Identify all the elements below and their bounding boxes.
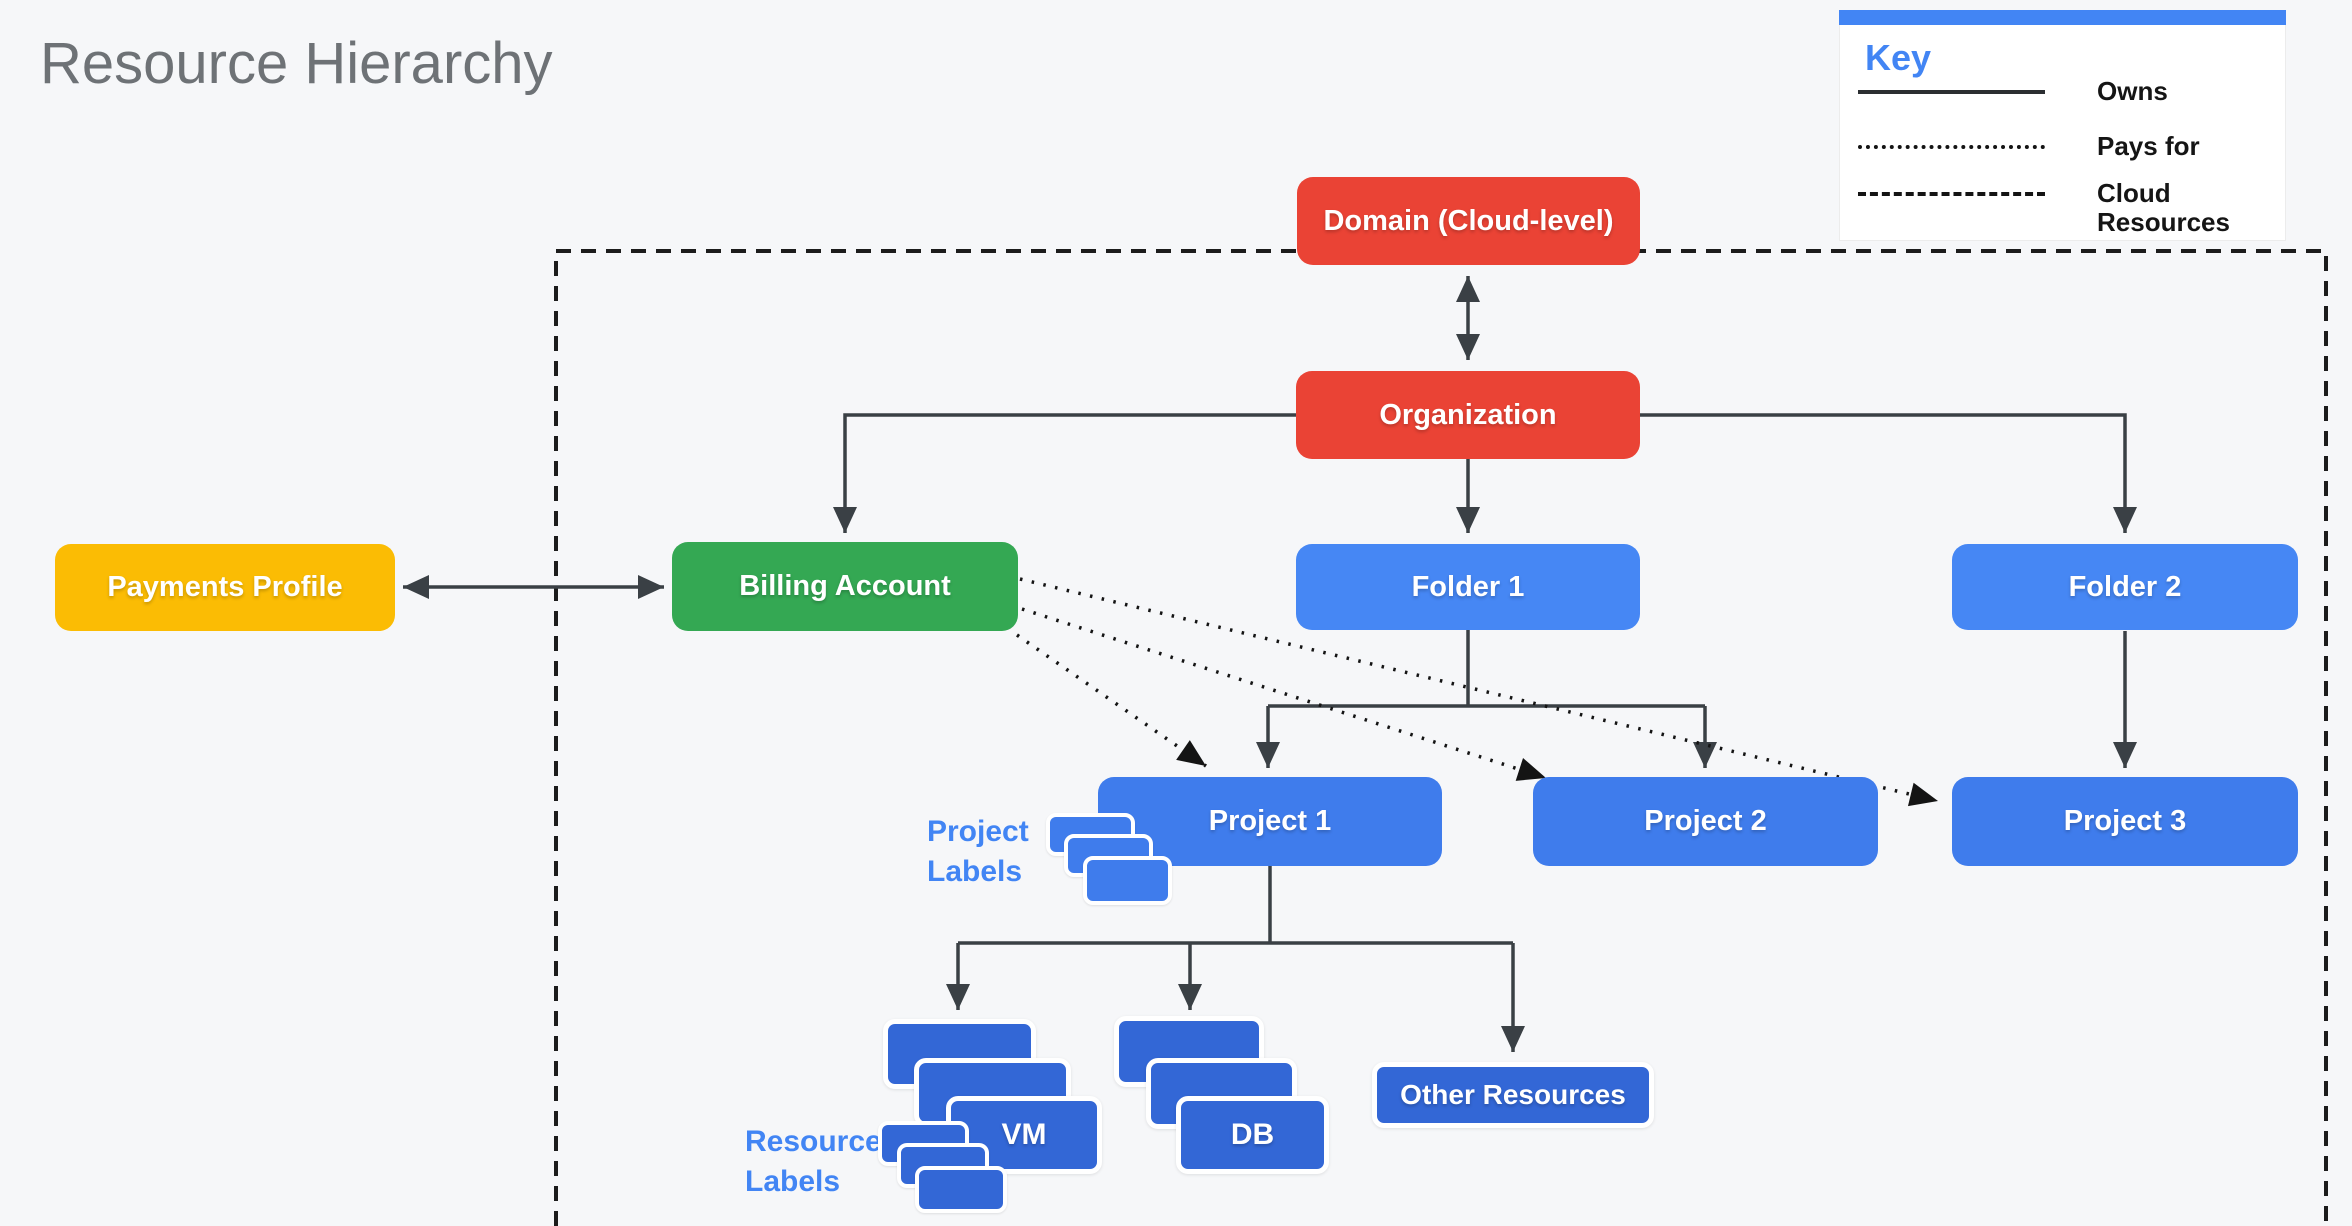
legend-dotted-line-sample <box>1858 145 2045 149</box>
arrow-organization-billing <box>833 413 1296 533</box>
node-project-1: Project 1 <box>1098 777 1442 866</box>
project-label-chip <box>1083 856 1172 905</box>
node-organization: Organization <box>1296 371 1640 459</box>
pays-for-connectors <box>1016 577 1939 807</box>
legend-panel: Key Owns Pays for Cloud Resources <box>1839 10 2286 241</box>
dotted-arrow-billing-project1 <box>1016 633 1207 768</box>
node-project-2: Project 2 <box>1533 777 1878 866</box>
legend-title: Key <box>1865 37 1932 78</box>
node-project-3: Project 3 <box>1952 777 2298 866</box>
node-folder-2: Folder 2 <box>1952 544 2298 630</box>
legend-accent-bar <box>1839 10 2286 25</box>
resource-label-chip <box>915 1166 1007 1213</box>
node-payments-profile: Payments Profile <box>55 544 395 631</box>
node-other-resources: Other Resources <box>1372 1062 1654 1128</box>
node-billing-account: Billing Account <box>672 542 1018 631</box>
node-folder-1: Folder 1 <box>1296 544 1640 630</box>
legend-label-cloud-resources: Cloud Resources <box>2097 178 2230 238</box>
project-labels-annotation: Project Labels <box>927 815 1029 888</box>
legend-label-owns: Owns <box>2097 76 2168 106</box>
legend-label-pays-for: Pays for <box>2097 131 2200 161</box>
dotted-arrow-billing-project3 <box>1019 577 1939 807</box>
owns-connectors <box>403 276 2137 1052</box>
node-db: DB <box>1176 1096 1329 1174</box>
page-title: Resource Hierarchy <box>40 31 553 96</box>
arrow-organization-folder2 <box>1640 413 2137 533</box>
legend-solid-line-sample <box>1858 90 2045 94</box>
resource-labels-annotation: Resource Labels <box>745 1125 882 1198</box>
node-domain: Domain (Cloud-level) <box>1297 177 1640 265</box>
legend-dashed-line-sample <box>1858 192 2045 196</box>
